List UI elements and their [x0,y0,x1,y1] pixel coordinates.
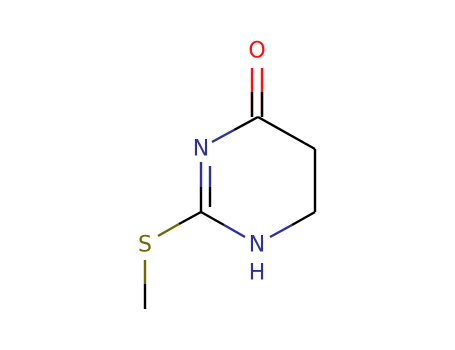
atom-sulfur: S [138,233,152,258]
bond-c6-n1-dark [291,210,316,227]
bond-c2-s-olive [157,222,180,238]
bond-c4-n3-blue [211,128,235,144]
atom-labels: O N N H S [138,39,266,286]
atom-nitrogen-amine: N [249,233,265,258]
atom-amine-hydrogen: H [249,261,266,286]
bond-c6-n1-blue [269,223,293,239]
atom-nitrogen-imine: N [193,137,209,162]
bond-n1-c2-blue [223,223,246,239]
bond-c4-c5 [257,115,316,151]
bond-c4-n3-dark [233,115,259,132]
bonds [143,68,317,309]
atom-oxygen: O [248,39,265,64]
bond-c2-s-dark [178,210,202,226]
bond-n1-c2-dark [200,210,225,227]
